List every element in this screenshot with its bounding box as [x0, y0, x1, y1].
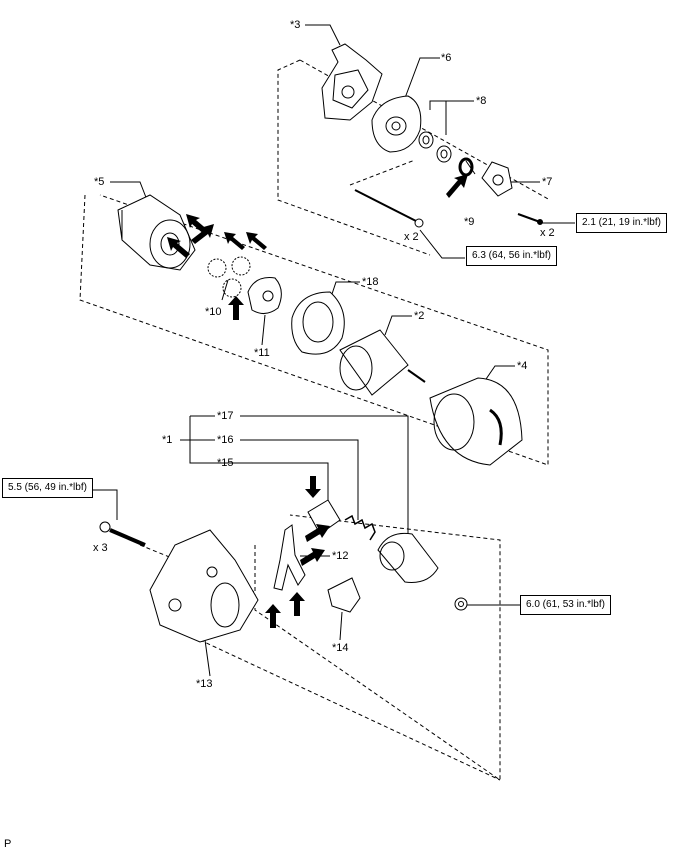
armature-plate	[291, 291, 345, 355]
callout-13: *13	[196, 678, 213, 690]
callout-11: *11	[254, 347, 270, 359]
magnetic-switch	[377, 532, 439, 583]
callout-6: *6	[441, 52, 452, 64]
through-bolt	[354, 189, 424, 228]
callout-3: *3	[290, 19, 301, 31]
callout-1: *1	[162, 434, 173, 446]
torque-spec-through-bolt: 6.3 (64, 56 in.*lbf)	[466, 246, 557, 266]
brush-holder	[321, 43, 383, 121]
terminal-nut	[454, 597, 468, 611]
spring	[344, 514, 376, 541]
callout-15: *15	[217, 457, 234, 469]
housing-bolt	[99, 521, 146, 547]
callout-18: *18	[362, 276, 379, 288]
planetary-plate	[247, 277, 282, 314]
plunger	[307, 499, 341, 535]
callout-10: *10	[205, 306, 222, 318]
figure-code: P	[4, 838, 12, 850]
assembly-frame-middle	[79, 194, 549, 466]
end-cover	[481, 161, 513, 197]
torque-spec-housing-bolt: 5.5 (56, 49 in.*lbf)	[2, 478, 93, 498]
commutator-end-frame	[371, 95, 422, 153]
yoke	[429, 377, 523, 466]
callout-4: *4	[517, 360, 528, 372]
torque-spec-screw: 2.1 (21, 19 in.*lbf)	[576, 213, 667, 233]
washers	[418, 131, 452, 163]
starter-housing	[149, 529, 259, 643]
grease-arrows	[167, 174, 468, 628]
armature	[339, 329, 426, 396]
torque-spec-nut: 6.0 (61, 53 in.*lbf)	[520, 595, 611, 615]
planetary-clutch-assembly	[117, 194, 196, 271]
qty-through-bolt: x 2	[404, 231, 419, 243]
callout-14: *14	[332, 642, 349, 654]
callout-2: *2	[414, 310, 425, 322]
assembly-frame-rear	[277, 59, 551, 256]
callout-16: *16	[217, 434, 234, 446]
planetary-gears	[207, 256, 251, 298]
callout-9: *9	[464, 216, 475, 228]
qty-bolt: x 3	[93, 542, 108, 554]
callout-17: *17	[217, 410, 234, 422]
drive-lever	[273, 524, 306, 591]
callout-7: *7	[542, 176, 553, 188]
qty-screw: x 2	[540, 227, 555, 239]
callout-8: *8	[476, 95, 487, 107]
cover-screw	[517, 213, 543, 225]
assembly-frame-front	[139, 514, 501, 781]
callout-5: *5	[94, 176, 105, 188]
callout-12: *12	[332, 550, 349, 562]
lever-holder	[327, 577, 361, 613]
